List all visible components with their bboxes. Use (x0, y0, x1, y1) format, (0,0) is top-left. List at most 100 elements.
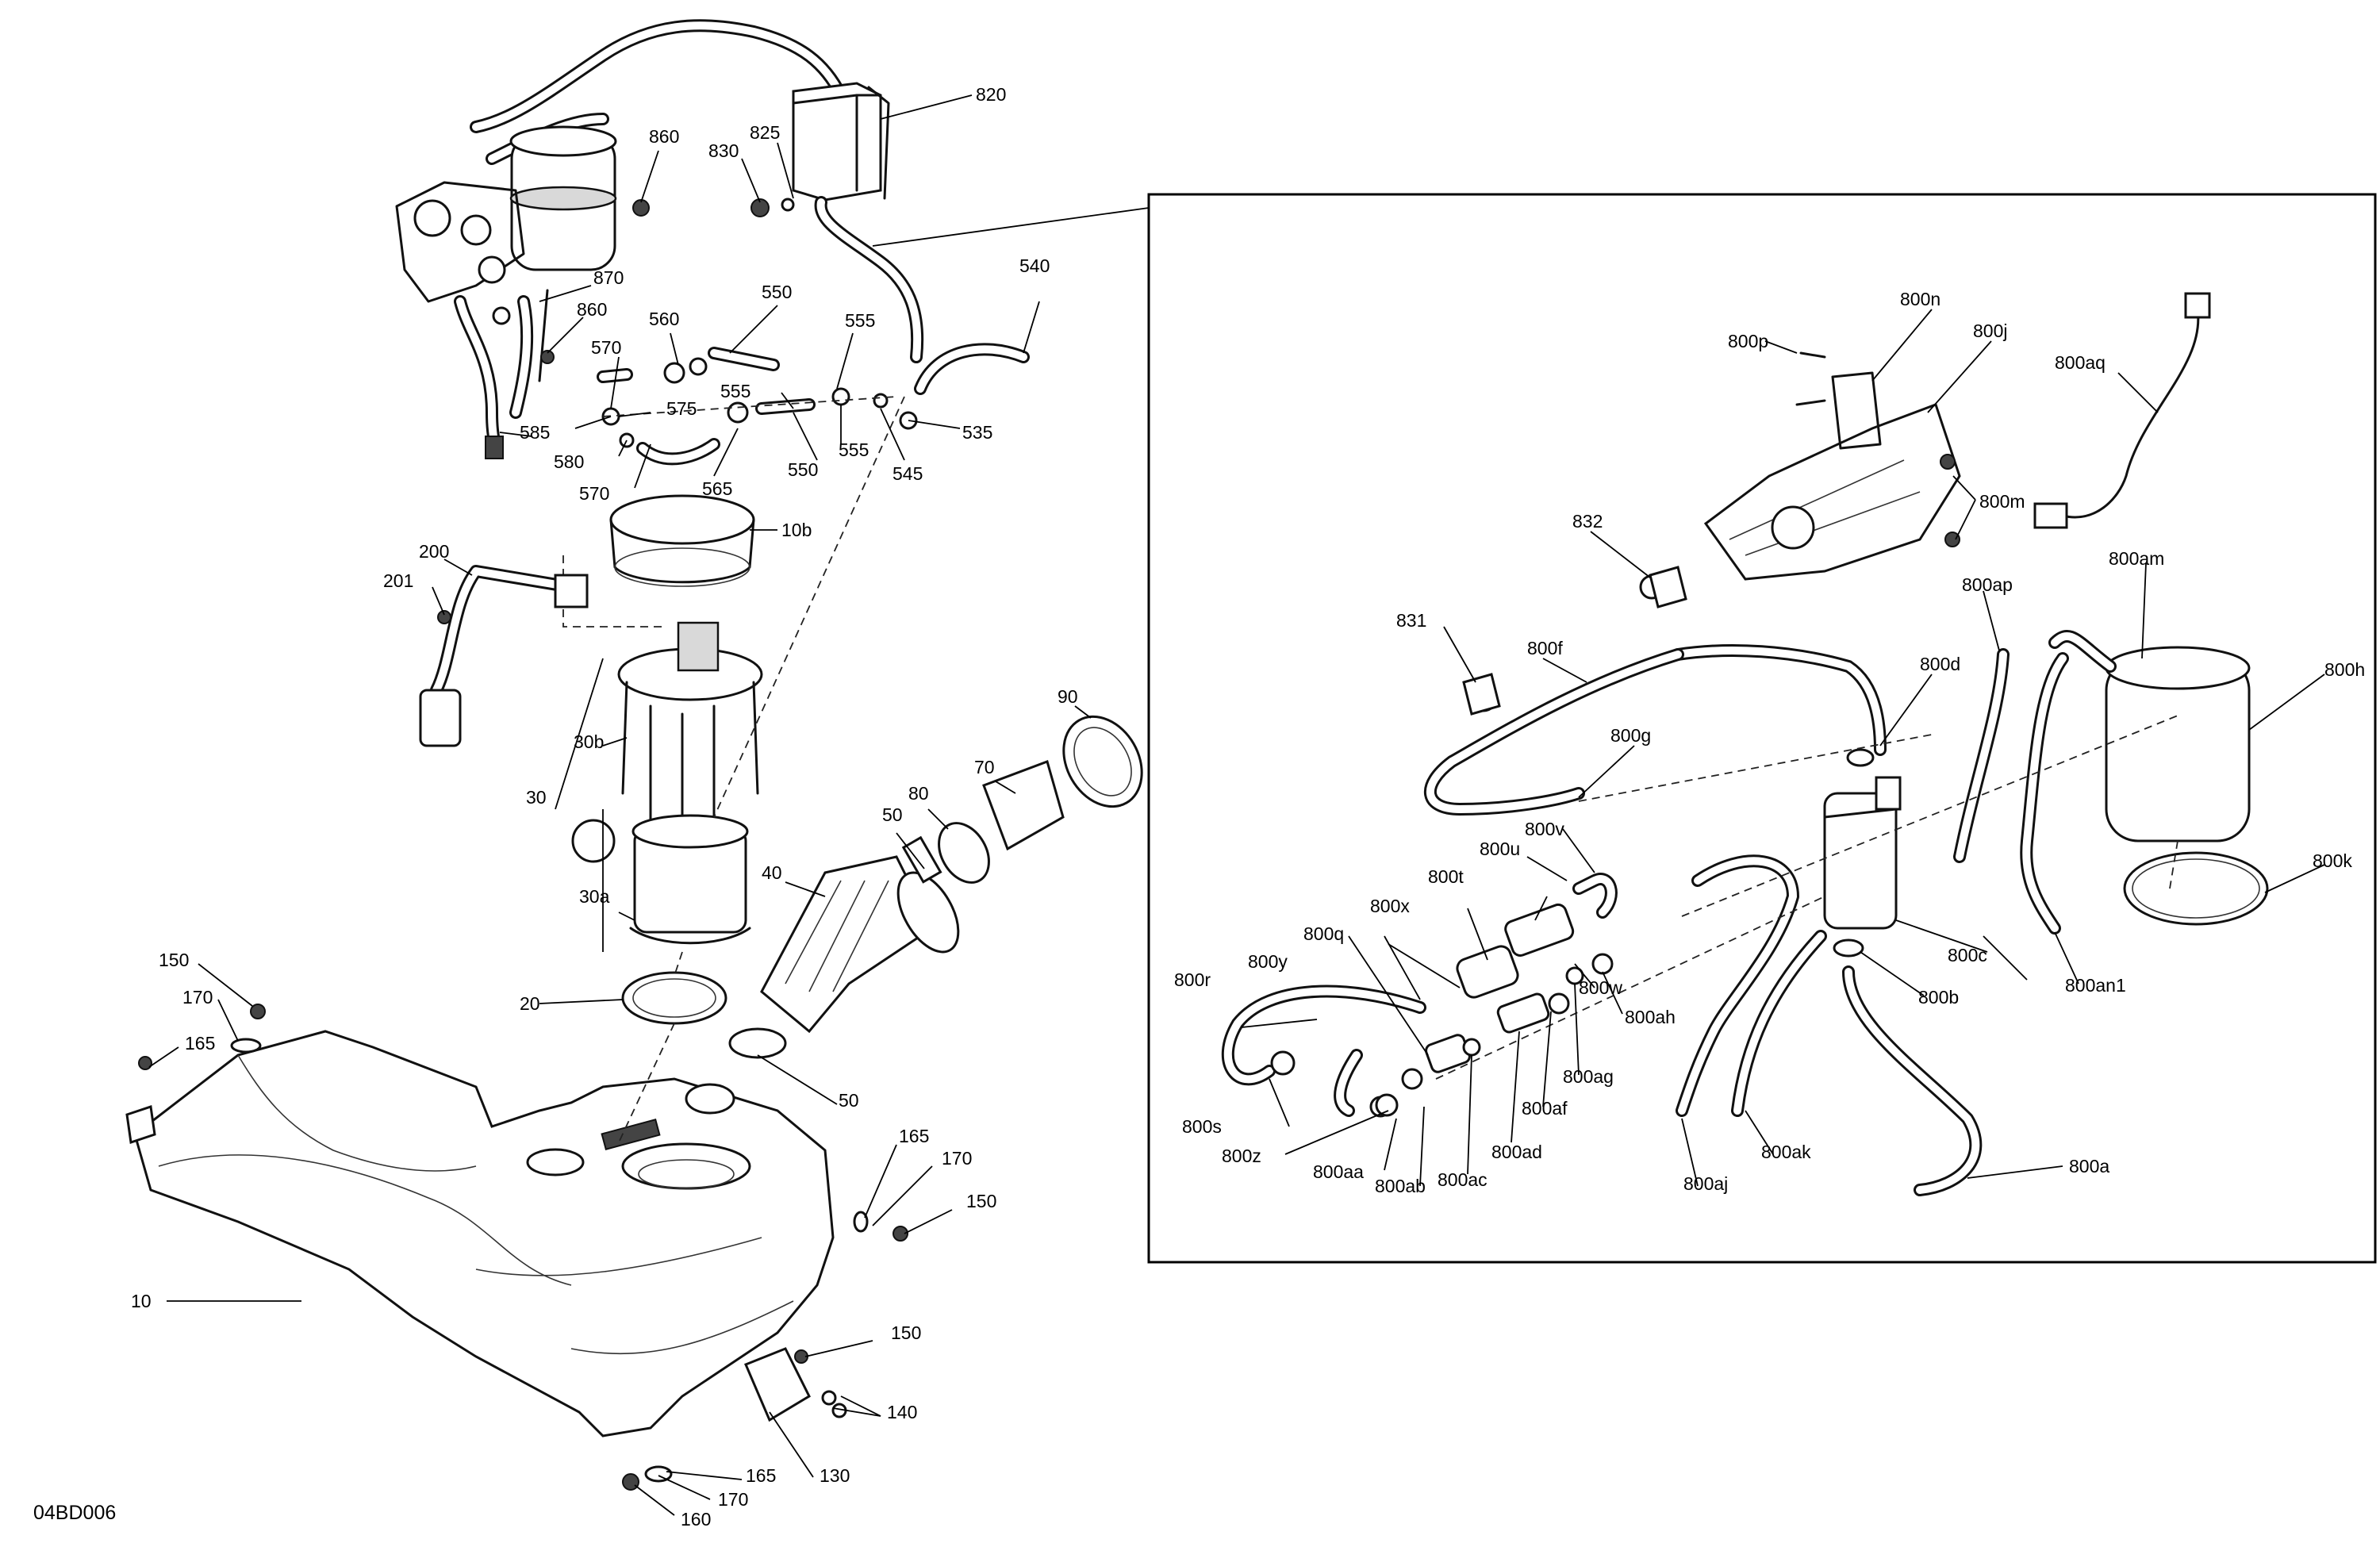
callout-800a: 800a (2069, 1156, 2109, 1176)
callout-550: 550 (762, 282, 792, 302)
callout-90: 90 (1058, 686, 1078, 707)
callout-831: 831 (1396, 610, 1426, 631)
callout-825: 825 (750, 122, 780, 143)
callout-140: 140 (887, 1402, 917, 1422)
callout-165: 165 (899, 1126, 929, 1146)
callout-870: 870 (593, 267, 624, 288)
clips-831-832 (1462, 566, 1687, 716)
lock-ring-10b (609, 494, 755, 587)
callout-570: 570 (591, 337, 621, 358)
purge-valve-800c (1823, 748, 1902, 958)
inset-pointer-line (872, 207, 1150, 247)
callout-800ac: 800ac (1438, 1169, 1488, 1190)
vent-hoses-800ap-800an1 (1953, 648, 2069, 935)
callout-20: 20 (520, 993, 540, 1014)
callout-800s: 800s (1182, 1116, 1222, 1137)
callout-50: 50 (882, 804, 903, 825)
fuel-filter-group (1369, 873, 1618, 1118)
callout-555: 555 (839, 439, 869, 460)
callout-80: 80 (908, 783, 929, 804)
callout-555: 555 (845, 310, 875, 331)
callout-170: 170 (718, 1489, 748, 1510)
callout-830: 830 (708, 140, 739, 161)
callout-800ak: 800ak (1761, 1142, 1811, 1162)
callout-30: 30 (526, 787, 547, 808)
hose-kit-535-585 (597, 343, 1030, 466)
callout-800z: 800z (1222, 1146, 1261, 1166)
callout-550: 550 (788, 459, 818, 480)
detail-inset-frame (1147, 193, 2377, 1264)
callout-800f: 800f (1527, 638, 1563, 658)
callout-820: 820 (976, 84, 1006, 105)
hose-800a (1842, 965, 1983, 1196)
callout-860: 860 (577, 299, 607, 320)
callout-10: 10 (131, 1291, 152, 1311)
callout-800j: 800j (1973, 320, 2007, 341)
callout-800r: 800r (1174, 969, 1211, 990)
evap-module-assembly (395, 19, 847, 459)
callout-150: 150 (966, 1191, 996, 1211)
callout-800c: 800c (1948, 945, 1987, 965)
gasket-20 (621, 971, 727, 1025)
callout-201: 201 (383, 570, 413, 591)
hose-800r (1221, 985, 1426, 1117)
callout-40: 40 (762, 862, 782, 883)
callout-70: 70 (974, 757, 995, 777)
callout-150: 150 (159, 950, 189, 970)
callout-30a: 30a (579, 886, 610, 907)
callout-800aa: 800aa (1313, 1161, 1364, 1182)
purge-harness-800aq (2033, 292, 2211, 529)
callout-30b: 30b (574, 731, 604, 752)
purge-valve-820 (750, 82, 924, 363)
callout-130: 130 (820, 1465, 850, 1486)
callout-800d: 800d (1920, 654, 1960, 674)
vent-line-200 (419, 565, 589, 747)
bracket-800j (1703, 351, 1961, 581)
callout-170: 170 (942, 1148, 972, 1169)
callout-800ag: 800ag (1563, 1066, 1614, 1087)
callout-800m: 800m (1979, 491, 2025, 512)
callout-580: 580 (554, 451, 584, 472)
callout-200: 200 (419, 541, 449, 562)
reference-code: 04BD006 (33, 1502, 116, 1524)
callout-800u: 800u (1480, 839, 1520, 859)
callout-575: 575 (666, 398, 697, 419)
callout-800t: 800t (1428, 866, 1464, 887)
filler-neck-40-90 (728, 715, 1143, 1059)
callout-545: 545 (892, 463, 923, 484)
callout-150: 150 (891, 1322, 921, 1343)
callout-800aj: 800aj (1683, 1173, 1728, 1194)
callout-800ah: 800ah (1625, 1007, 1676, 1027)
callout-800q: 800q (1303, 923, 1344, 944)
callout-800an1: 800an1 (2065, 975, 2126, 996)
callout-800g: 800g (1610, 725, 1651, 746)
main-line-800f (1424, 574, 1887, 816)
callout-10b: 10b (781, 520, 812, 540)
callout-800v: 800v (1525, 819, 1564, 839)
callout-800ad: 800ad (1491, 1142, 1542, 1162)
callout-560: 560 (649, 309, 679, 329)
callout-800ap: 800ap (1962, 574, 2013, 595)
callout-800k: 800k (2313, 850, 2352, 871)
callout-800h: 800h (2324, 659, 2365, 680)
callout-800am: 800am (2109, 548, 2164, 569)
callout-585: 585 (520, 422, 550, 443)
callout-540: 540 (1019, 255, 1050, 276)
callout-800n: 800n (1900, 289, 1940, 309)
callout-labels: 820 825 830 860 870 860 540 550 560 555 … (33, 84, 2365, 1530)
callout-165: 165 (746, 1465, 776, 1486)
callout-800af: 800af (1522, 1098, 1568, 1119)
callout-800p: 800p (1728, 331, 1768, 351)
callout-555: 555 (720, 381, 750, 401)
callout-800w: 800w (1579, 977, 1622, 998)
fuel-pump-30 (562, 555, 763, 945)
canister-800h (2048, 630, 2269, 926)
callout-860: 860 (649, 126, 679, 147)
fuel-tank-10 (125, 1004, 908, 1491)
callout-170: 170 (182, 987, 213, 1008)
callout-800ab: 800ab (1375, 1176, 1426, 1196)
callout-800aq: 800aq (2055, 352, 2106, 373)
callout-570: 570 (579, 483, 609, 504)
callout-800x: 800x (1370, 896, 1410, 916)
